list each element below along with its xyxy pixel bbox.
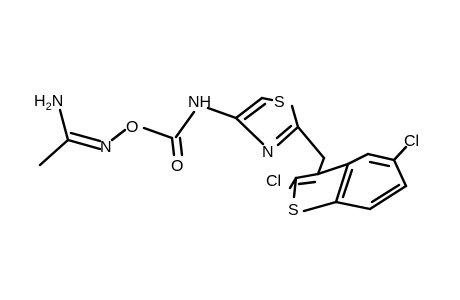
bond-methyl-c bbox=[38, 138, 70, 167]
bond-c7a-c3a-inner bbox=[341, 168, 354, 199]
bond-c-o-double-1 bbox=[170, 136, 176, 157]
bonds bbox=[38, 96, 408, 213]
atom-cl-5: Cl bbox=[404, 133, 419, 150]
bond-c6-c7 bbox=[368, 184, 408, 211]
bond-c2-n3-inner bbox=[275, 124, 293, 140]
bond-c5b-c6 bbox=[392, 158, 408, 188]
bond-c4-c5b bbox=[366, 152, 396, 162]
bond-c-n-imine-1 bbox=[66, 138, 102, 151]
bond-c4-c5 bbox=[234, 96, 264, 120]
atom-thiophene-s: S bbox=[288, 202, 299, 219]
bond-c3-c3a bbox=[316, 162, 350, 176]
bond-nh-thiazole-c4 bbox=[206, 106, 238, 120]
bond-ch2-c3 bbox=[316, 156, 326, 176]
atom-oxime-o: O bbox=[126, 119, 138, 136]
bond-c-nh bbox=[174, 110, 196, 139]
atom-thiazole-s: S bbox=[274, 94, 285, 111]
bond-c3a-c4 bbox=[346, 152, 370, 166]
bond-n-o bbox=[110, 128, 127, 142]
atom-carbonyl-o: O bbox=[171, 158, 183, 175]
atom-amine: H2N bbox=[34, 93, 63, 113]
bond-c-nh2 bbox=[58, 108, 70, 142]
bond-c6-c7-inner bbox=[370, 183, 401, 204]
bond-c5-s bbox=[260, 96, 274, 102]
bond-c2-ch2 bbox=[296, 125, 326, 160]
bond-c3-c2t bbox=[294, 172, 320, 180]
atom-cl-2: Cl bbox=[266, 173, 281, 190]
bond-c-o-double-2 bbox=[178, 136, 184, 157]
bond-c3-c2t-inner bbox=[297, 180, 317, 186]
bond-c-n-imine-2 bbox=[69, 131, 102, 143]
bond-c4-c5b-inner bbox=[368, 160, 391, 168]
bond-o-carbonyl-c bbox=[142, 126, 174, 140]
atom-amide-nh: NH bbox=[188, 94, 211, 111]
atom-thiazole-n: N bbox=[262, 144, 274, 161]
bond-c5b-cl bbox=[392, 145, 408, 162]
bond-n3-c4 bbox=[234, 116, 265, 146]
bond-c4-c5-inner bbox=[243, 102, 267, 121]
bond-s-c7a bbox=[302, 200, 338, 213]
bond-c2-n3 bbox=[276, 125, 300, 147]
atom-labels: H2N N O O NH S N Cl Cl S bbox=[34, 93, 419, 219]
bond-s-c2 bbox=[290, 104, 300, 129]
bond-c7-c7a bbox=[334, 200, 372, 211]
bond-c2t-s bbox=[292, 176, 298, 199]
atom-imine-n: N bbox=[100, 139, 112, 156]
bond-c3a-c7a bbox=[334, 162, 350, 204]
